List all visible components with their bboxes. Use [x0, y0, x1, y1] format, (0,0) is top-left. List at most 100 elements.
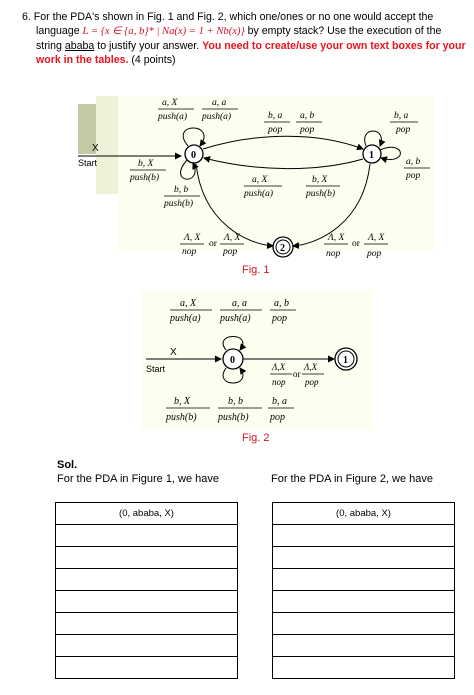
fig1-x-mark: X: [92, 143, 99, 154]
fig2-label: b, X: [174, 396, 191, 407]
fig1-label: pop: [366, 249, 382, 259]
work-table-first-cell: (0, ababa, X): [336, 508, 391, 519]
work-table-cell[interactable]: [272, 634, 455, 657]
fig1-label: Λ, X: [223, 233, 241, 243]
fig2-label: Λ,X: [303, 362, 318, 372]
fig2-label: pop: [304, 377, 319, 387]
work-table-first-cell: (0, ababa, X): [119, 508, 174, 519]
fig1-label: pop: [222, 247, 238, 257]
fig2-start-label: Start: [146, 364, 166, 374]
fig2-label: b, a: [272, 396, 287, 407]
fig1-bg-olive: [78, 104, 96, 154]
fig1-or: or: [209, 239, 218, 249]
solution-heading: Sol.: [57, 459, 78, 471]
fig1-loop-1-right: [379, 146, 401, 164]
fig1-state-2-inner: [275, 239, 291, 255]
fig1-label: Λ, X: [327, 233, 345, 243]
fig2-label: push(a): [169, 313, 201, 324]
figure-1: X Start 0 1 2 a, X push(a) a, a push(a): [78, 94, 438, 285]
fig1-edge-0-1: [202, 135, 364, 151]
fig2-state-1-inner: [337, 350, 355, 368]
fig1-label: a, b: [406, 157, 421, 167]
fig2-label: a, X: [180, 298, 197, 309]
instruction-red: You need to create/use your own text box…: [202, 40, 466, 52]
question-line-3a: string: [36, 40, 65, 52]
work-table-cell[interactable]: [55, 590, 238, 613]
fig2-loop-bottom: [222, 367, 247, 384]
work-table-cell[interactable]: [55, 656, 238, 679]
work-table-cell[interactable]: [55, 546, 238, 569]
test-string: ababa: [64, 40, 95, 52]
work-table-cell[interactable]: [55, 568, 238, 591]
fig1-state-1: [362, 144, 382, 164]
instruction-red-2: work in the tables.: [36, 54, 129, 66]
solution-left-title: For the PDA in Figure 1, we have: [57, 473, 220, 485]
fig1-label: pop: [395, 125, 411, 135]
work-table-cell[interactable]: [55, 612, 238, 635]
fig2-loop-top: [222, 336, 247, 351]
question-line-4: work in the tables. (4 points): [22, 53, 467, 67]
fig1-edge-1-0: [203, 156, 364, 170]
fig1-state-1-label: 1: [369, 150, 374, 161]
fig1-state-0-label: 0: [191, 150, 196, 161]
language-expression: L = {x ∈ {a, b}* | Na(x) = 1 + Nb(x)}: [82, 26, 245, 37]
fig1-start-label: Start: [78, 158, 98, 168]
fig2-label: push(b): [165, 412, 197, 423]
fig1-caption: Fig. 1: [242, 264, 270, 276]
fig2-label: pop: [271, 313, 287, 324]
fig2-label: nop: [272, 377, 286, 387]
fig1-label: push(a): [201, 111, 231, 122]
fig1-label: pop: [267, 125, 283, 135]
fig1-label: Λ, X: [183, 233, 201, 243]
work-table-cell[interactable]: [272, 546, 455, 569]
fig1-label: a, a: [212, 98, 227, 108]
work-table-cell[interactable]: [272, 568, 455, 591]
fig1-label: a, X: [252, 175, 269, 185]
fig2-caption: Fig. 2: [242, 432, 270, 444]
points: (4 points): [128, 54, 176, 66]
fig2-label: a, b: [274, 298, 289, 309]
question-line-2b: by empty stack? Use the execution of the: [244, 25, 442, 37]
fig1-bg-left: [96, 96, 118, 194]
fig1-label: a, X: [162, 98, 179, 108]
figure-1-diagram: X Start 0 1 2 a, X push(a) a, a push(a): [78, 96, 434, 259]
fig1-state-2-label: 2: [280, 243, 285, 254]
fig1-loop-0-bottom: [180, 159, 199, 180]
figure-2-diagram: X Start 0 1 a, X push(a) a, a push(a) a,…: [142, 290, 372, 430]
fig1-or: or: [352, 239, 361, 249]
fig1-label: push(a): [243, 188, 273, 199]
work-table-fig1: (0, ababa, X): [55, 502, 238, 679]
work-table-cell[interactable]: [272, 656, 455, 679]
fig1-label: pop: [405, 171, 421, 181]
fig2-label: Λ,X: [271, 362, 286, 372]
fig2-label: a, a: [232, 298, 247, 309]
fig1-label: b, a: [394, 111, 409, 121]
work-table-cell[interactable]: [55, 524, 238, 547]
work-table-cell[interactable]: [272, 612, 455, 635]
fig2-state-0-label: 0: [230, 355, 235, 366]
work-table-cell[interactable]: [55, 634, 238, 657]
work-table-cell[interactable]: [272, 590, 455, 613]
fig1-label: a, b: [300, 111, 315, 121]
fig1-edge-1-2: [292, 163, 371, 250]
fig1-loop-0-top: [182, 127, 207, 147]
fig1-label: push(a): [157, 111, 187, 122]
solution-right-title: For the PDA in Figure 2, we have: [271, 473, 434, 485]
question-line-1: 6. For the PDA's shown in Fig. 1 and Fig…: [22, 10, 467, 24]
figure-2: X Start 0 1 a, X push(a) a, a push(a) a,…: [142, 290, 372, 435]
work-table-cell[interactable]: (0, ababa, X): [55, 502, 238, 525]
fig1-label: nop: [182, 247, 197, 257]
fig1-label: push(b): [163, 198, 193, 209]
fig1-label: pop: [299, 125, 315, 135]
fig1-label: push(b): [129, 172, 159, 183]
work-table-cell[interactable]: [272, 524, 455, 547]
fig1-label: push(b): [305, 188, 335, 199]
fig1-label: b, b: [174, 185, 189, 195]
fig1-label: b, X: [312, 175, 329, 185]
fig2-x-mark: X: [170, 347, 177, 358]
fig1-loop-1-top: [364, 130, 386, 147]
fig2-label: b, b: [228, 396, 243, 407]
question-number: 6.: [22, 11, 31, 23]
fig2-label: push(a): [219, 313, 251, 324]
work-table-cell[interactable]: (0, ababa, X): [272, 502, 455, 525]
